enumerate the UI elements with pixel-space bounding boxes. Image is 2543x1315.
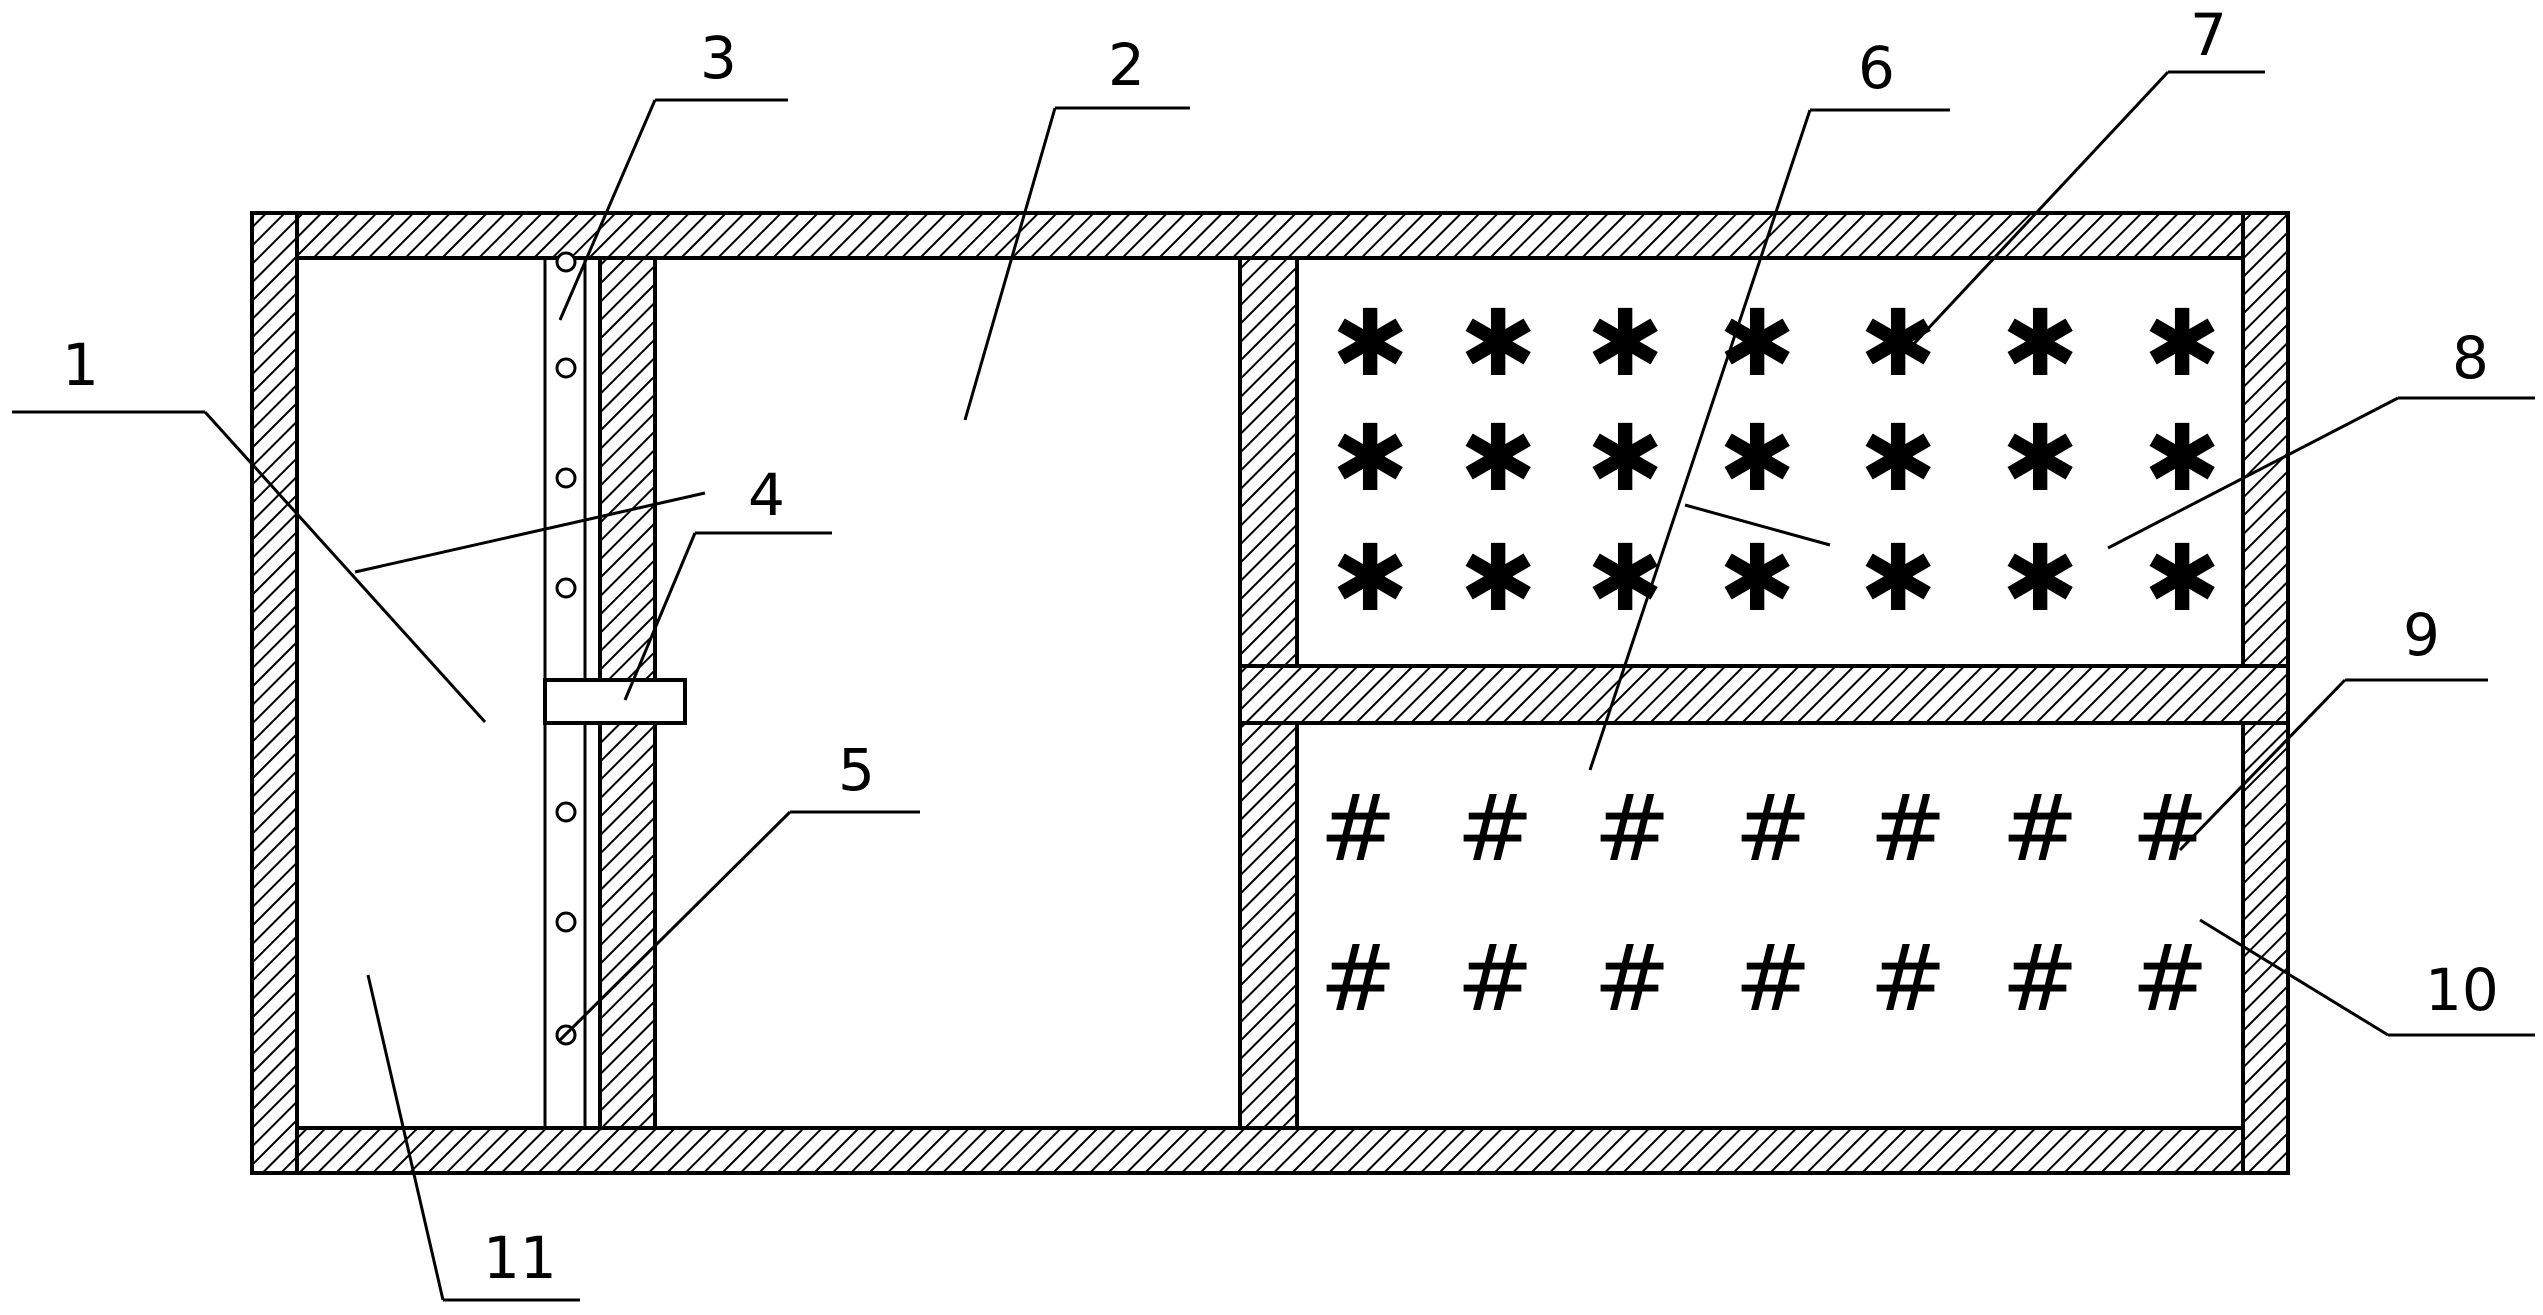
media-mark-upper: ✱ — [2001, 525, 2078, 632]
label-3: 3 — [700, 24, 737, 92]
media-mark-upper: ✱ — [2143, 405, 2220, 512]
media-mark-upper: ✱ — [1586, 290, 1663, 397]
label-4-left: 4 — [748, 461, 785, 529]
media-mark-lower: # — [1593, 925, 1670, 1032]
media-mark-lower: # — [2131, 775, 2208, 882]
media-mark-upper: ✱ — [1459, 525, 1536, 632]
media-mark-lower: # — [1593, 775, 1670, 882]
partition-walls — [598, 256, 2290, 1130]
hole-5 — [555, 801, 577, 823]
media-mark-upper: ✱ — [1459, 290, 1536, 397]
media-mark-upper: ✱ — [1718, 525, 1795, 632]
horizontal-wall — [1238, 664, 2290, 725]
media-mark-upper: ✱ — [2001, 405, 2078, 512]
media-mark-lower: # — [2001, 775, 2078, 882]
media-mark-upper: ✱ — [1586, 525, 1663, 632]
reference-labels: 1 2 3 4 4 5 6 7 8 9 10 11 — [62, 1, 2499, 1292]
label-1: 1 — [62, 331, 99, 399]
label-9: 9 — [2403, 601, 2440, 669]
label-2: 2 — [1108, 31, 1145, 99]
label-5: 5 — [838, 736, 875, 804]
media-mark-upper: ✱ — [1331, 525, 1408, 632]
media-mark-upper: ✱ — [2143, 525, 2220, 632]
media-mark-upper: ✱ — [1586, 405, 1663, 512]
media-mark-lower: # — [1734, 775, 1811, 882]
media-mark-upper: ✱ — [1331, 405, 1408, 512]
label-8: 8 — [2452, 324, 2489, 392]
hole-2 — [555, 357, 577, 379]
label-7: 7 — [2190, 1, 2227, 69]
hole-group — [555, 251, 577, 1046]
hole-6 — [555, 911, 577, 933]
media-mark-upper: ✱ — [1718, 290, 1795, 397]
connector-bar — [543, 678, 687, 725]
media-mark-upper: ✱ — [1718, 405, 1795, 512]
media-mark-upper: ✱ — [1331, 290, 1408, 397]
upper-media-marks: ✱✱✱✱✱✱✱✱✱✱✱✱✱✱✱✱✱✱✱✱✱ — [1331, 290, 2220, 632]
hole-1 — [555, 251, 577, 273]
media-mark-upper: ✱ — [1859, 290, 1936, 397]
hole-3 — [555, 467, 577, 489]
media-mark-lower: # — [1456, 925, 1533, 1032]
media-mark-lower: # — [1456, 775, 1533, 882]
media-mark-lower: # — [1734, 925, 1811, 1032]
hole-4 — [555, 577, 577, 599]
label-11: 11 — [483, 1224, 557, 1292]
media-mark-upper: ✱ — [1859, 405, 1936, 512]
media-mark-lower: # — [1319, 775, 1396, 882]
label-10: 10 — [2425, 956, 2499, 1024]
lower-media-marks: # # # # # # # # # # # # # # — [1319, 775, 2208, 1032]
media-mark-lower: # — [1869, 925, 1946, 1032]
media-mark-lower: # — [2131, 925, 2208, 1032]
media-mark-upper: ✱ — [2001, 290, 2078, 397]
label-6: 6 — [1858, 34, 1895, 102]
media-mark-upper: ✱ — [1459, 405, 1536, 512]
media-mark-lower: # — [1869, 775, 1946, 882]
media-mark-upper: ✱ — [1859, 525, 1936, 632]
media-mark-upper: ✱ — [2143, 290, 2220, 397]
media-mark-lower: # — [1319, 925, 1396, 1032]
leader-lines — [12, 70, 2535, 1302]
media-mark-lower: # — [2001, 925, 2078, 1032]
